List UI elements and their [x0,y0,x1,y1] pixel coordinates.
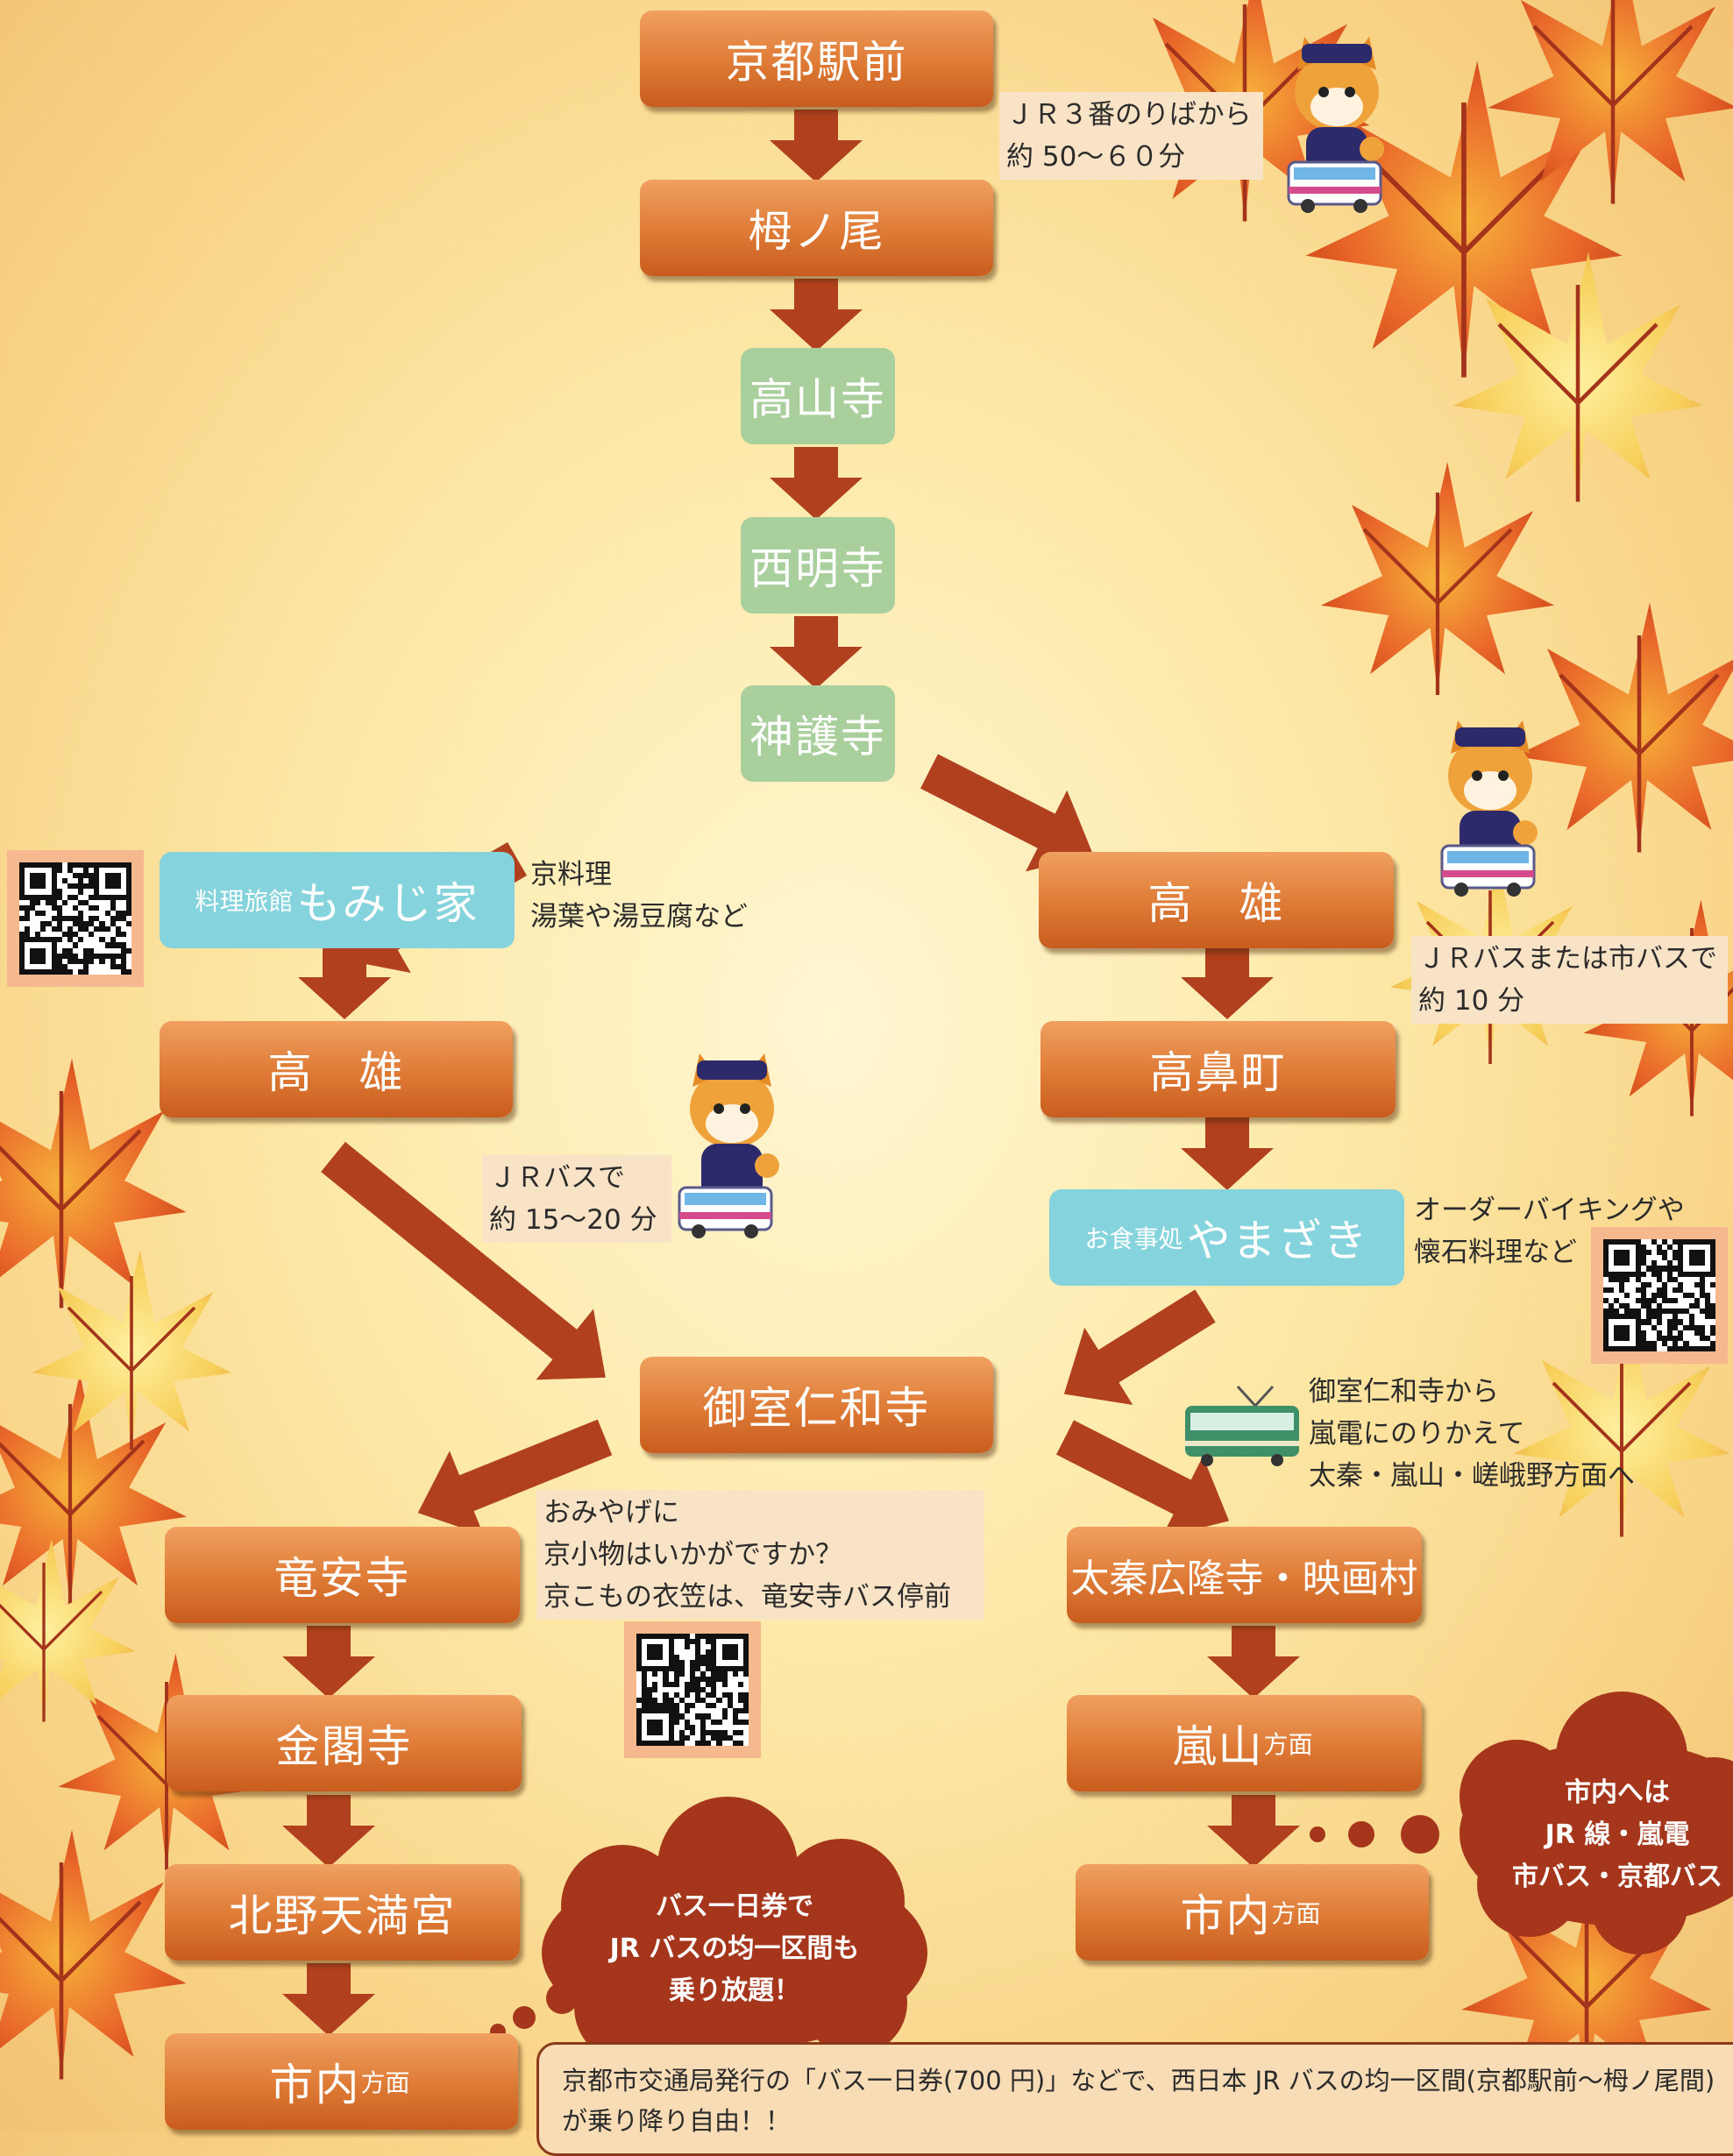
node-shinai-left: 市内 方面 [165,2033,518,2130]
cloud-city [1460,1691,1733,1954]
bus-icon [678,1186,773,1238]
node-kozanji: 高山寺 [741,348,895,444]
node-takao-left: 高 雄 [160,1021,513,1117]
note-jrbus-shibus-line1: ＪＲバスまたは市バスで [1418,943,1717,975]
node-momijiya: 料理旅館 もみじ家 [160,852,515,948]
node-saimyoji: 西明寺 [741,517,895,613]
node-kitano: 北野天満宮 [165,1864,520,1961]
cloud-bus-pass [542,1797,927,2088]
note-jrbus-shibus: ＪＲバスまたは市バスで 約 10 分 [1411,936,1728,1024]
cloud-city-text: 市内へは JR 線・嵐電 市バス・京都バス [1481,1772,1733,1898]
note-omiyage: おみやげに 京小物はいかがですか？ 京こもの衣笠は、竜安寺バス停前 [536,1490,984,1620]
note-jr3: ＪＲ３番のりばから 約 50〜６０分 [999,92,1263,180]
note-jrbus-15: ＪＲバスで 約 15〜20 分 [482,1155,671,1243]
randen-tram-icon [1185,1385,1299,1466]
note-momijiya-line1: 京料理 [530,859,612,890]
shiba-dog-conductor-mascot-icon [1295,37,1384,193]
node-jingoji: 神護寺 [741,685,895,782]
note-jrbus-15-line2: 約 15〜20 分 [489,1204,657,1236]
qr-code-icon [19,862,131,975]
note-momijiya-info: 京料理 湯葉や湯豆腐など [523,852,755,940]
note-jrbus-shibus-line2: 約 10 分 [1418,985,1525,1017]
cloud-bus-pass-text: バス一日券で JR バスの均一区間も 乗り放題！ [559,1886,910,2012]
qr-code-icon [1603,1239,1715,1351]
bus-icon [1440,844,1536,897]
node-arashiyama: 嵐山 方面 [1067,1695,1422,1791]
note-yamazaki-info: オーダーバイキングや 懐石料理など [1407,1188,1692,1275]
yamazaki-prefix: お食事処 [1084,1224,1183,1253]
note-jr3-line1: ＪＲ３番のりばから [1006,99,1252,131]
node-takahanacho: 高鼻町 [1041,1021,1396,1117]
bottom-note-line2: が乗り降り自由！！ [562,2106,792,2136]
qr-code-icon [636,1634,749,1746]
note-randen: 御室仁和寺から 嵐電にのりかえて 太秦・嵐山・嵯峨野方面へ [1302,1369,1642,1499]
bottom-note: 京都市交通局発行の「バス一日券(700 円)」などで、西日本 JR バスの均一区… [536,2042,1733,2156]
note-omiyage-line2: 京小物はいかがですか？ [543,1539,842,1571]
note-randen-line1: 御室仁和寺から [1309,1376,1499,1408]
qr-code-momijiya [7,850,144,987]
cloud-city-line1: 市内へは [1565,1777,1670,1808]
yamazaki-label: やまざき [1186,1216,1369,1266]
note-momijiya-line2: 湯葉や湯豆腐など [530,901,748,933]
note-omiyage-line3: 京こもの衣笠は、竜安寺バス停前 [543,1581,951,1613]
cloud-bus-pass-line3: 乗り放題！ [669,1975,800,2006]
note-randen-line3: 太秦・嵐山・嵯峨野方面へ [1309,1460,1635,1492]
arashiyama-suffix: 方面 [1263,1730,1313,1759]
cloud-bus-pass-line2: JR バスの均一区間も [609,1933,860,1964]
note-yamazaki-line1: オーダーバイキングや [1414,1195,1685,1226]
note-yamazaki-line2: 懐石料理など [1414,1237,1577,1268]
shinai-right-label: 市内 [1180,1890,1272,1941]
note-jr3-line2: 約 50〜６０分 [1006,141,1186,173]
cloud-bus-pass-line1: バス一日券で [656,1891,813,1922]
node-takao-right: 高 雄 [1039,852,1394,948]
shinai-left-suffix: 方面 [360,2068,410,2097]
cloud-city-line3: 市バス・京都バス [1512,1862,1722,1892]
node-shinai-right: 市内 方面 [1076,1864,1429,1961]
bus-icon [1287,160,1382,213]
bottom-note-line1: 京都市交通局発行の「バス一日券(700 円)」などで、西日本 JR バスの均一区… [562,2066,1715,2096]
thought-dots [490,1815,1439,2039]
arashiyama-label: 嵐山 [1172,1721,1264,1772]
note-jrbus-15-line1: ＪＲバスで [489,1162,625,1194]
cloud-city-line2: JR 線・嵐電 [1545,1819,1690,1850]
momijiya-label: もみじ家 [296,878,479,929]
node-ryoanji: 竜安寺 [165,1527,520,1623]
node-toganoo: 栂ノ尾 [640,180,993,276]
node-kinkakuji: 金閣寺 [167,1695,522,1791]
qr-code-kyokomono [624,1621,761,1758]
note-randen-line2: 嵐電にのりかえて [1309,1418,1525,1450]
note-omiyage-line1: おみやげに [543,1497,679,1528]
momijiya-prefix: 料理旅館 [195,887,294,916]
qr-code-yamazaki [1591,1227,1728,1364]
node-yamazaki: お食事処 やまざき [1049,1189,1404,1286]
node-ninnaji: 御室仁和寺 [640,1357,993,1453]
node-uzumasa: 太秦広隆寺・映画村 [1067,1527,1422,1623]
shinai-left-label: 市内 [269,2060,361,2110]
shinai-right-suffix: 方面 [1271,1899,1321,1928]
node-kyoto-ekimae: 京都駅前 [640,11,993,107]
